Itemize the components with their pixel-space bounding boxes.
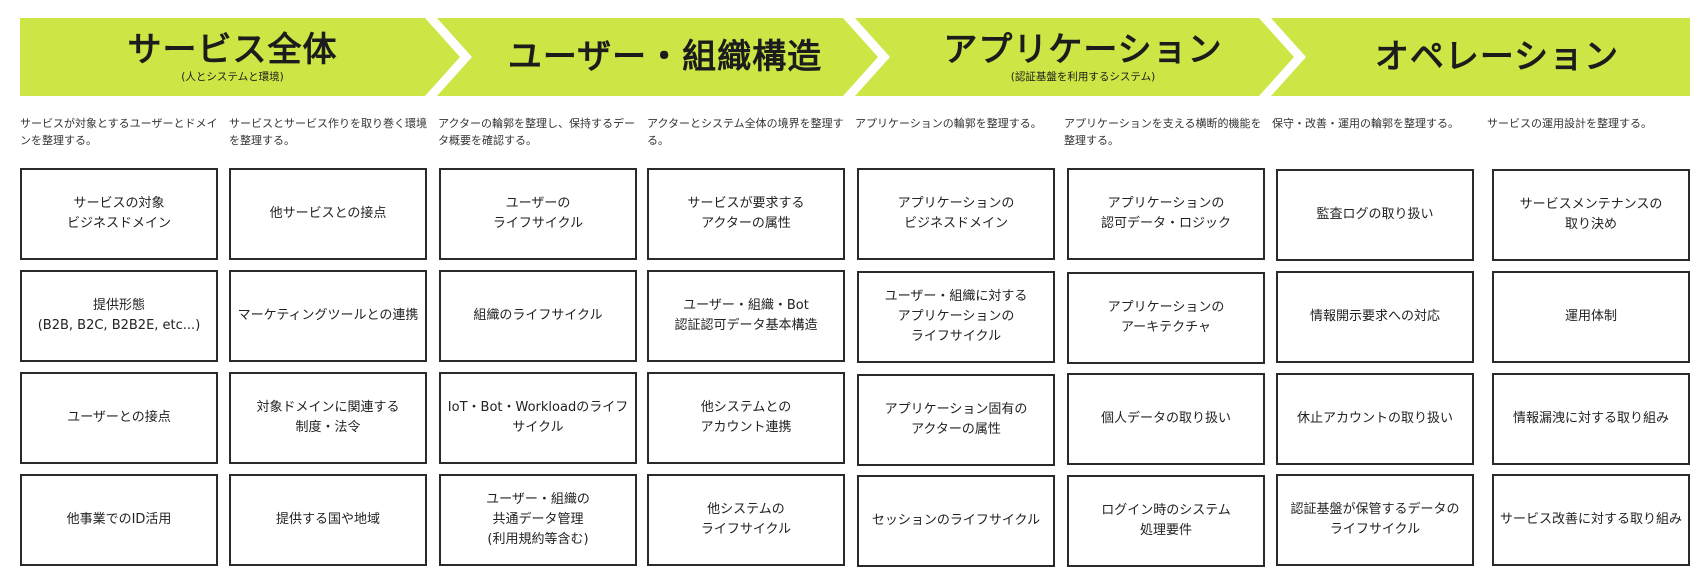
section-title: サービス全体 bbox=[127, 30, 338, 70]
topic-card[interactable]: サービス改善に対する取り組み bbox=[1492, 474, 1690, 566]
topic-card[interactable]: 個人データの取り扱い bbox=[1067, 373, 1265, 465]
section-title: オペレーション bbox=[1374, 37, 1620, 77]
topic-card[interactable]: サービスが要求する アクターの属性 bbox=[647, 168, 845, 260]
chevron-segment-user-org bbox=[437, 18, 878, 96]
topic-card[interactable]: セッションのライフサイクル bbox=[857, 475, 1055, 567]
chevron-segment-service bbox=[20, 18, 460, 96]
topic-card[interactable]: ユーザーとの接点 bbox=[20, 372, 218, 464]
topic-card[interactable]: ユーザー・組織・Bot 認証認可データ基本構造 bbox=[647, 270, 845, 362]
topic-card[interactable]: 休止アカウントの取り扱い bbox=[1276, 373, 1474, 465]
topic-card[interactable]: アプリケーション固有の アクターの属性 bbox=[857, 374, 1055, 466]
section-title: アプリケーション bbox=[943, 30, 1223, 70]
column-description: サービスの運用設計を整理する。 bbox=[1487, 117, 1652, 130]
topic-card[interactable]: サービスの対象 ビジネスドメイン bbox=[20, 168, 218, 260]
topic-card[interactable]: 組織のライフサイクル bbox=[439, 270, 637, 362]
topic-card[interactable]: アプリケーションの 認可データ・ロジック bbox=[1067, 168, 1265, 260]
topic-card[interactable]: 監査ログの取り扱い bbox=[1276, 169, 1474, 261]
column-description: 保守・改善・運用の輪郭を整理する。 bbox=[1272, 117, 1459, 130]
section-title: ユーザー・組織構造 bbox=[507, 37, 823, 77]
section-subtitle: (認証基盤を利用するシステム) bbox=[1010, 71, 1156, 83]
category-band: サービス全体 (人とシステムと環境) ユーザー・組織構造 アプリケーション (認… bbox=[0, 18, 1708, 96]
section-header-user-org: ユーザー・組織構造 bbox=[470, 18, 860, 96]
topic-card[interactable]: 他事業でのID活用 bbox=[20, 474, 218, 566]
section-subtitle: (人とシステムと環境) bbox=[181, 71, 284, 83]
topic-card[interactable]: ユーザー・組織に対する アプリケーションの ライフサイクル bbox=[857, 271, 1055, 363]
section-header-operation: オペレーション bbox=[1304, 18, 1690, 96]
topic-card[interactable]: IoT・Bot・Workloadのライフ サイクル bbox=[439, 372, 637, 464]
topic-card[interactable]: アプリケーションの アーキテクチャ bbox=[1067, 272, 1265, 364]
topic-card[interactable]: 運用体制 bbox=[1492, 271, 1690, 363]
topic-card[interactable]: 他サービスとの接点 bbox=[229, 168, 427, 260]
topic-card[interactable]: 対象ドメインに関連する 制度・法令 bbox=[229, 372, 427, 464]
topic-card[interactable]: マーケティングツールとの連携 bbox=[229, 270, 427, 362]
chevron-segment-operation bbox=[1271, 18, 1690, 96]
column-description: サービスとサービス作りを取り巻く環境を整理する。 bbox=[229, 117, 427, 147]
topic-card[interactable]: 提供形態 (B2B, B2C, B2B2E, etc...) bbox=[20, 270, 218, 362]
section-header-application: アプリケーション (認証基盤を利用するシステム) bbox=[888, 18, 1278, 96]
chevron-segment-application bbox=[855, 18, 1294, 96]
topic-card[interactable]: ユーザーの ライフサイクル bbox=[439, 168, 637, 260]
topic-card[interactable]: 他システムとの アカウント連携 bbox=[647, 372, 845, 464]
topic-card[interactable]: 他システムの ライフサイクル bbox=[647, 474, 845, 566]
topic-card[interactable]: ログイン時のシステム 処理要件 bbox=[1067, 475, 1265, 567]
column-description: アクターの輪郭を整理し、保持するデータ概要を確認する。 bbox=[438, 117, 636, 147]
topic-card[interactable]: 提供する国や地域 bbox=[229, 474, 427, 566]
topic-card[interactable]: 情報漏洩に対する取り組み bbox=[1492, 373, 1690, 465]
topic-card[interactable]: 認証基盤が保管するデータの ライフサイクル bbox=[1276, 474, 1474, 566]
column-description: アクターとシステム全体の境界を整理する。 bbox=[647, 117, 844, 147]
chevron-band-shapes bbox=[20, 18, 1690, 96]
column-description: サービスが対象とするユーザーとドメインを整理する。 bbox=[20, 117, 218, 147]
section-header-service: サービス全体 (人とシステムと環境) bbox=[20, 18, 445, 96]
topic-card[interactable]: アプリケーションの ビジネスドメイン bbox=[857, 168, 1055, 260]
column-description: アプリケーションを支える横断的機能を整理する。 bbox=[1064, 117, 1262, 147]
topic-card[interactable]: ユーザー・組織の 共通データ管理 (利用規約等含む) bbox=[439, 474, 637, 566]
column-description: アプリケーションの輪郭を整理する。 bbox=[855, 117, 1042, 130]
topic-card[interactable]: 情報開示要求への対応 bbox=[1276, 271, 1474, 363]
topic-card[interactable]: サービスメンテナンスの 取り決め bbox=[1492, 169, 1690, 261]
